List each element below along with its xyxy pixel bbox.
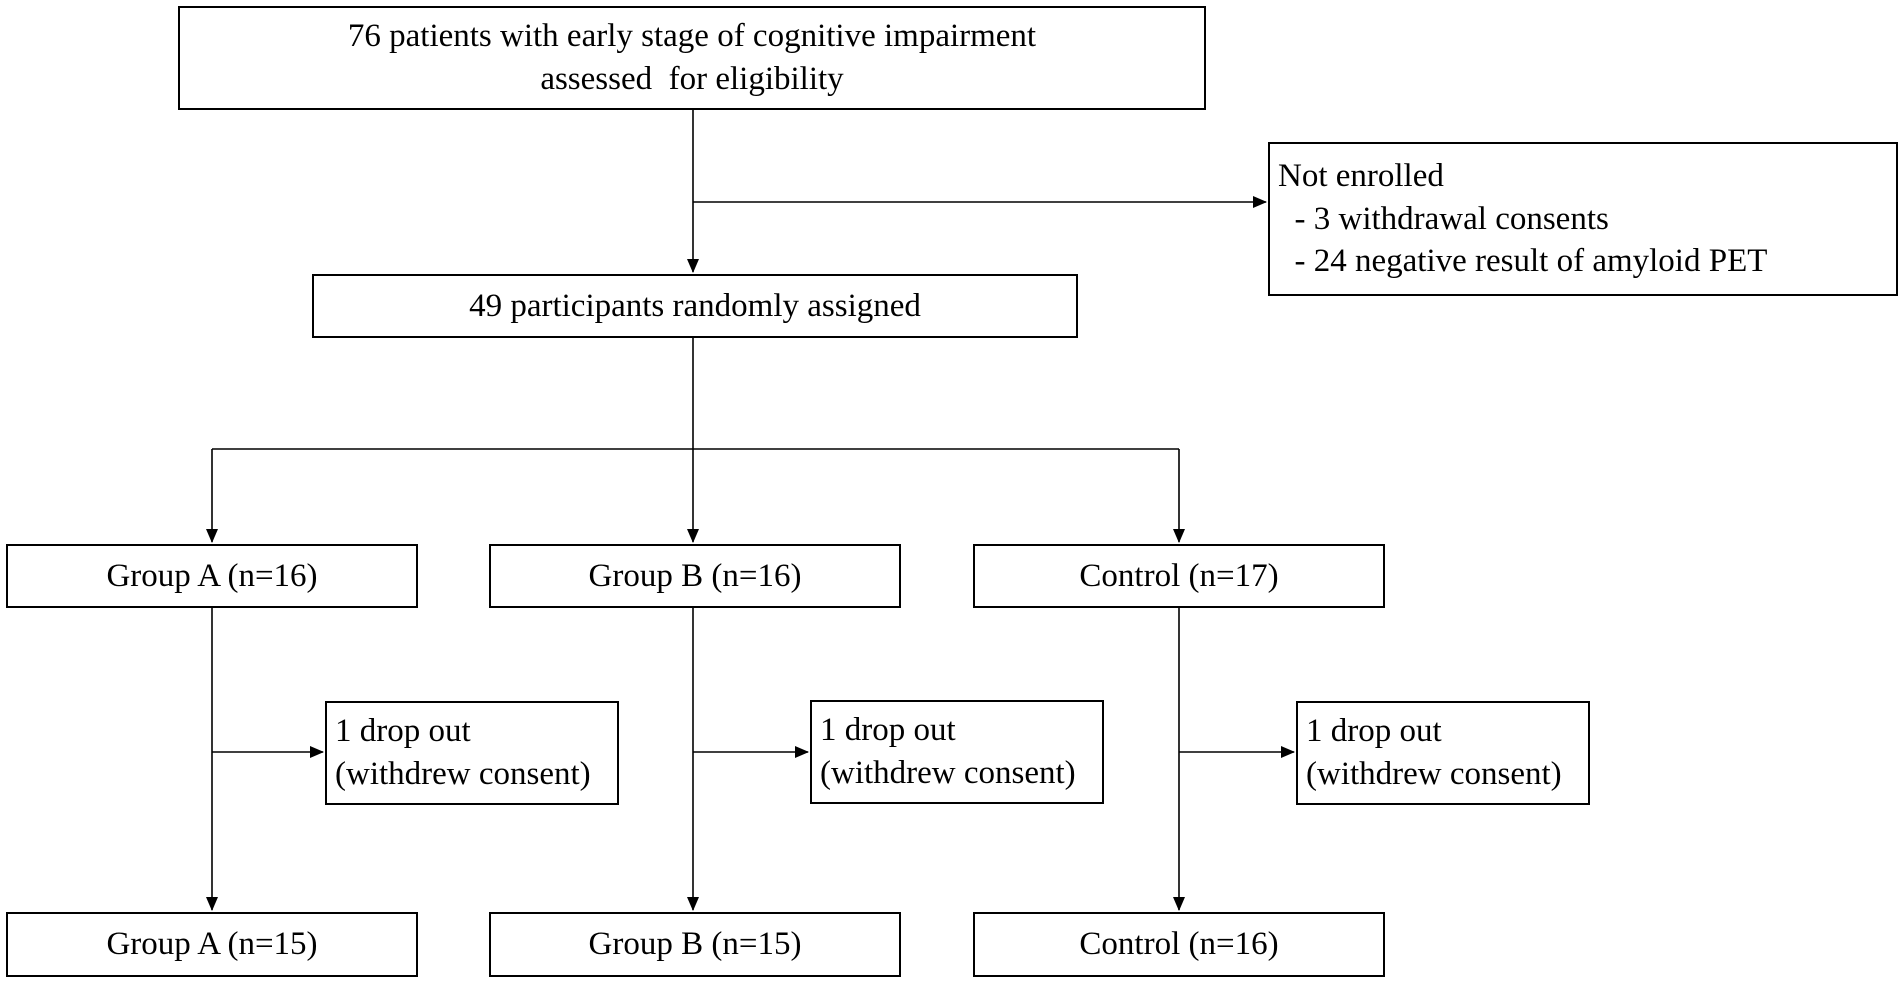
group-a-allocation-label: Group A (n=16) [106, 557, 318, 594]
randomized-label: 49 participants randomly assigned [469, 287, 921, 324]
randomized-box: 49 participants randomly assigned [312, 274, 1078, 338]
group-a-dropout-box: 1 drop out (withdrew consent) [325, 701, 619, 805]
group-a-dropout-reason: (withdrew consent) [335, 756, 591, 792]
screening-line-1: 76 patients with early stage of cognitiv… [347, 18, 1037, 55]
control-dropout-reason: (withdrew consent) [1306, 756, 1562, 792]
group-a-analysis-box: Group A (n=15) [6, 912, 418, 977]
group-b-allocation-label: Group B (n=16) [588, 557, 802, 594]
group-b-allocation-box: Group B (n=16) [489, 544, 901, 608]
control-dropout-count: 1 drop out [1306, 713, 1442, 750]
group-b-analysis-label: Group B (n=15) [588, 926, 802, 963]
screening-box: 76 patients with early stage of cognitiv… [178, 6, 1206, 110]
group-b-dropout-box: 1 drop out (withdrew consent) [810, 700, 1104, 804]
not-enrolled-reason-2: - 24 negative result of amyloid PET [1278, 243, 1768, 280]
not-enrolled-box: Not enrolled - 3 withdrawal consents - 2… [1268, 142, 1898, 296]
not-enrolled-reason-1: - 3 withdrawal consents [1278, 200, 1609, 237]
screening-line-2: assessed for eligibility [540, 61, 844, 97]
group-a-allocation-box: Group A (n=16) [6, 544, 418, 608]
control-analysis-label: Control (n=16) [1079, 926, 1279, 963]
control-analysis-box: Control (n=16) [973, 912, 1385, 977]
not-enrolled-title: Not enrolled [1278, 157, 1444, 194]
group-b-dropout-count: 1 drop out [820, 712, 956, 749]
control-allocation-box: Control (n=17) [973, 544, 1385, 608]
control-allocation-label: Control (n=17) [1079, 557, 1279, 594]
group-b-analysis-box: Group B (n=15) [489, 912, 901, 977]
group-b-dropout-reason: (withdrew consent) [820, 755, 1076, 791]
group-a-dropout-count: 1 drop out [335, 713, 471, 750]
group-a-analysis-label: Group A (n=15) [106, 926, 318, 963]
control-dropout-box: 1 drop out (withdrew consent) [1296, 701, 1590, 805]
